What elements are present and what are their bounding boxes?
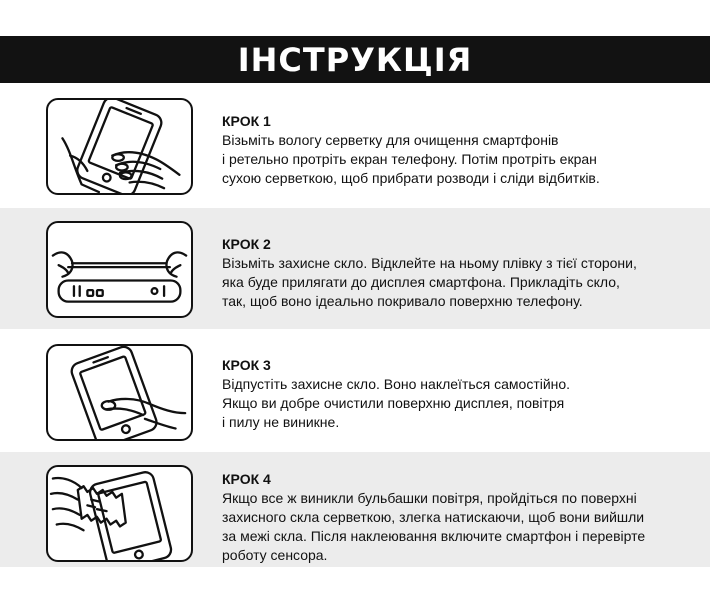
step-2-line-1: Візьміть захисне скло. Відклейте на ньом…: [222, 255, 637, 271]
step-4-text: КРОК 4 Якщо все ж виникли бульбашки пові…: [222, 470, 692, 565]
step-1-line-3: сухою серветкою, щоб прибрати розводи і …: [222, 170, 600, 186]
step-2: КРОК 2 Візьміть захисне скло. Відклейте …: [0, 208, 710, 329]
step-1-text: КРОК 1 Візьміть вологу серветку для очищ…: [222, 112, 692, 188]
header-banner: ІНСТРУКЦІЯ: [0, 36, 710, 83]
step-2-title: КРОК 2: [222, 236, 271, 252]
bubble-removal-icon: [46, 465, 193, 562]
step-4-line-1: Якщо все ж виникли бульбашки повітря, пр…: [222, 490, 637, 506]
step-3-line-3: і пилу не виникне.: [222, 414, 340, 430]
step-3-line-2: Якщо ви добре очистили поверхню дисплея,…: [222, 395, 565, 411]
step-1-line-1: Візьміть вологу серветку для очищення см…: [222, 132, 559, 148]
step-4-line-2: захисного скла серветкою, злегка натиска…: [222, 509, 645, 525]
step-4: КРОК 4 Якщо все ж виникли бульбашки пові…: [0, 452, 710, 567]
phone-wipe-icon: [46, 98, 193, 195]
step-2-line-3: так, щоб воно ідеально покривало поверхн…: [222, 293, 583, 309]
step-4-line-4: роботу сенсора.: [222, 547, 328, 563]
step-3-text: КРОК 3 Відпустіть захисне скло. Воно нак…: [222, 356, 692, 432]
page-title: ІНСТРУКЦІЯ: [237, 40, 473, 79]
step-1: КРОК 1 Візьміть вологу серветку для очищ…: [0, 86, 710, 208]
glass-release-icon: [46, 344, 193, 441]
step-4-line-3: за межі скла. Після наклеювання включите…: [222, 528, 646, 544]
step-3-line-1: Відпустіть захисне скло. Воно наклеїться…: [222, 376, 571, 392]
step-2-text: КРОК 2 Візьміть захисне скло. Відклейте …: [222, 235, 692, 311]
step-1-title: КРОК 1: [222, 113, 271, 129]
step-1-line-2: і ретельно протріть екран телефону. Поті…: [222, 151, 597, 167]
step-2-line-2: яка буде прилягати до дисплея смартфона.…: [222, 274, 620, 290]
glass-align-icon: [46, 221, 193, 318]
step-3-title: КРОК 3: [222, 357, 271, 373]
step-3: КРОК 3 Відпустіть захисне скло. Воно нак…: [0, 329, 710, 452]
step-4-title: КРОК 4: [222, 471, 271, 487]
